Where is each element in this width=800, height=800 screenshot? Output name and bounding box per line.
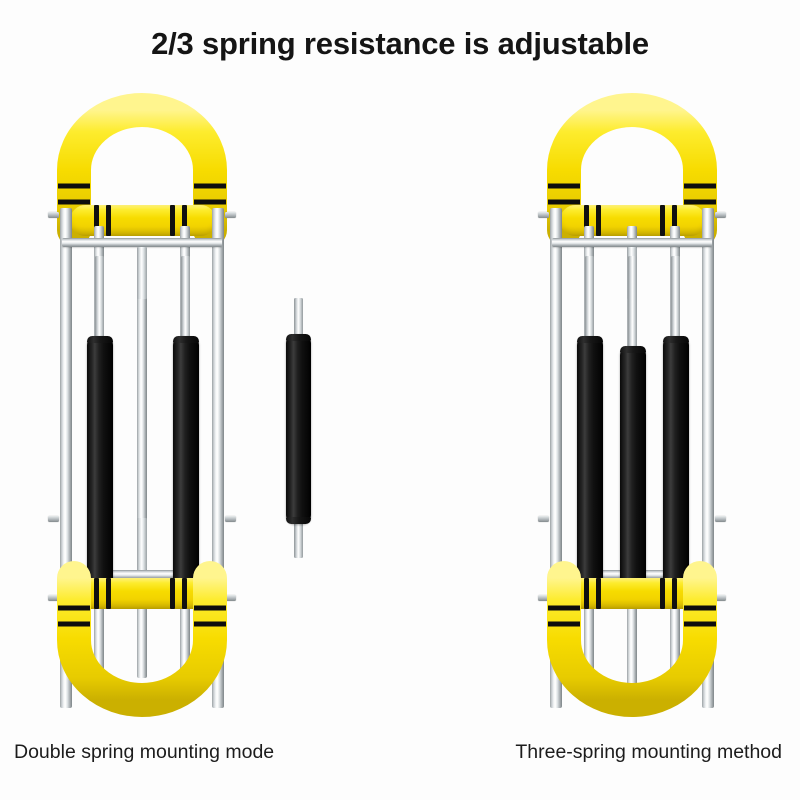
grip-stripe — [596, 578, 601, 609]
grip-stripe — [182, 578, 187, 609]
grip-stripe — [182, 205, 187, 236]
grip-stripe — [660, 205, 665, 236]
detached-spring-rod-bottom — [294, 512, 303, 558]
inner-rail-center — [137, 248, 147, 678]
mount-bolt — [48, 516, 59, 522]
mount-bolt — [48, 212, 59, 218]
grip-stripe — [94, 578, 99, 609]
resistance-spring-right[interactable] — [663, 336, 689, 588]
mount-bolt — [715, 212, 726, 218]
mount-bolt — [538, 516, 549, 522]
bottom-grip-bar-left[interactable] — [70, 578, 216, 609]
lower-crossbar-left — [62, 570, 222, 579]
mount-bolt — [538, 212, 549, 218]
bottom-assembly-right — [532, 561, 732, 718]
grip-stripe — [94, 205, 99, 236]
page-title: 2/3 spring resistance is adjustable — [151, 26, 649, 61]
mount-bolt — [538, 595, 549, 601]
grip-stripe — [106, 578, 111, 609]
mount-bolt — [225, 516, 236, 522]
upper-crossbar-left — [62, 238, 222, 247]
grip-stripe — [106, 205, 111, 236]
grip-stripe — [596, 205, 601, 236]
bottom-assembly-left — [42, 561, 242, 718]
resistance-spring-left[interactable] — [577, 336, 603, 588]
grip-stripe — [170, 578, 175, 609]
mount-bolt — [48, 595, 59, 601]
lower-center-stub-left — [137, 518, 147, 570]
mount-bolt — [715, 516, 726, 522]
caption-double-spring: Double spring mounting mode — [14, 741, 275, 763]
detached-spring-rod-top — [294, 298, 303, 344]
grip-stripe — [672, 205, 677, 236]
upper-crossbar-right — [552, 238, 712, 247]
detached-resistance-spring[interactable] — [286, 334, 311, 524]
grip-stripe — [660, 578, 665, 609]
resistance-spring-center[interactable] — [620, 346, 646, 588]
grip-stripe — [584, 578, 589, 609]
grip-stripe — [170, 205, 175, 236]
bottom-handle-arch-right — [546, 561, 718, 717]
grip-stripe — [584, 205, 589, 236]
mount-bolt — [225, 212, 236, 218]
caption-three-spring: Three-spring mounting method — [515, 741, 782, 763]
mount-bolt — [225, 595, 236, 601]
resistance-spring-right[interactable] — [173, 336, 199, 588]
grip-stripe — [672, 578, 677, 609]
bottom-grip-bar-right[interactable] — [560, 578, 706, 609]
bottom-handle-arch-left — [56, 561, 228, 717]
upper-center-stub-left — [137, 247, 147, 299]
top-grip-bar-left[interactable] — [70, 205, 216, 236]
mount-bolt — [715, 595, 726, 601]
resistance-spring-left[interactable] — [87, 336, 113, 588]
